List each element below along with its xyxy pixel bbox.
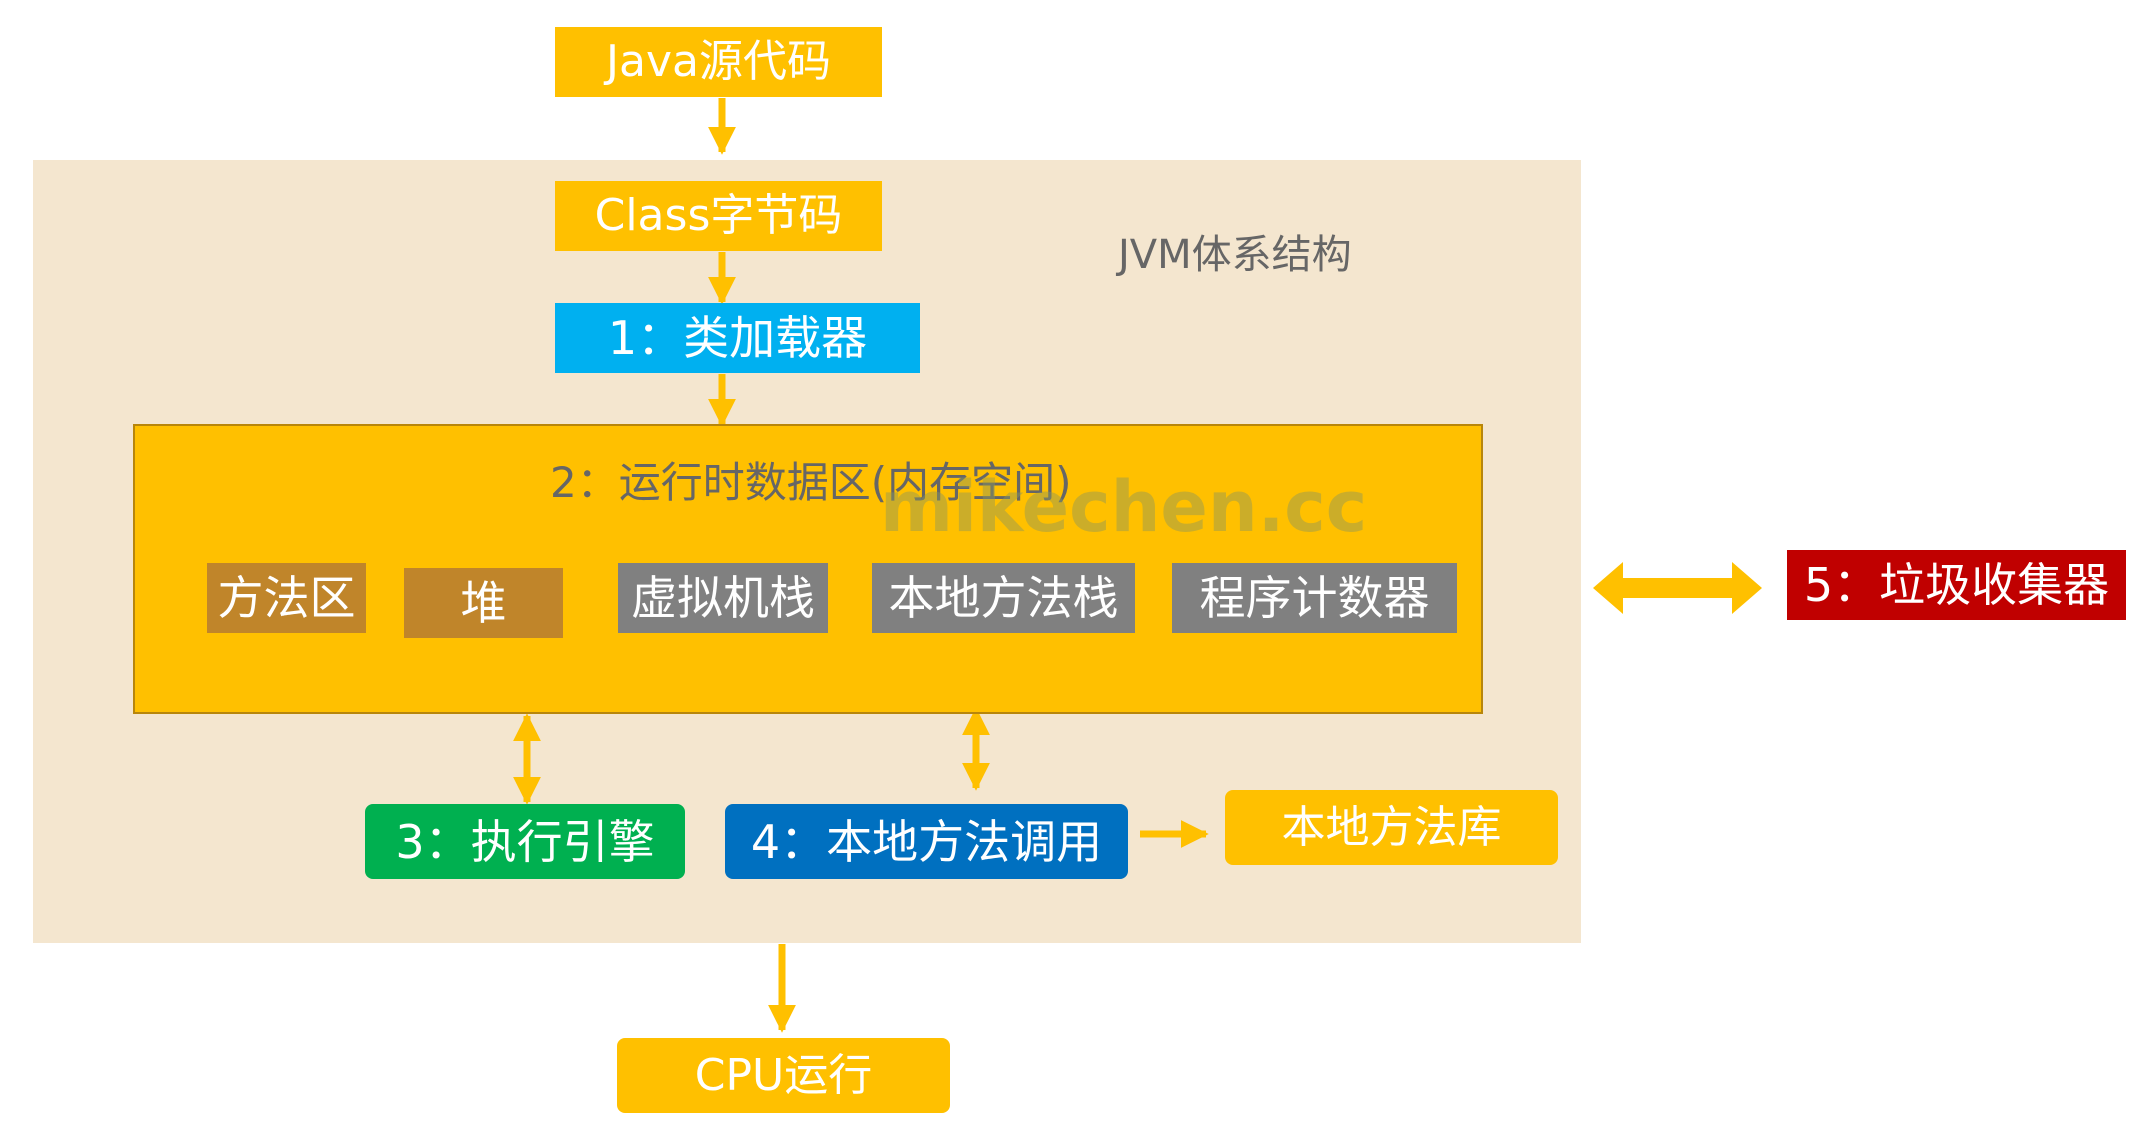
arrow-jvm-gc (1593, 562, 1762, 614)
cpu-run-node: CPU运行 (617, 1038, 950, 1113)
native-method-library-node: 本地方法库 (1225, 790, 1558, 865)
heap-node: 堆 (404, 568, 563, 638)
execution-engine-node: 3：执行引擎 (365, 804, 685, 879)
java-source-node: Java源代码 (555, 27, 882, 97)
program-counter-node: 程序计数器 (1172, 563, 1457, 633)
vm-stack-node: 虚拟机栈 (618, 563, 828, 633)
runtime-data-area-label: 2：运行时数据区(内存空间) (550, 458, 1072, 507)
class-loader-node: 1：类加载器 (555, 303, 920, 373)
native-method-interface-node: 4：本地方法调用 (725, 804, 1128, 879)
garbage-collector-node: 5：垃圾收集器 (1787, 550, 2126, 620)
class-bytecode-node: Class字节码 (555, 181, 882, 251)
jvm-architecture-title: JVM体系结构 (1118, 232, 1352, 278)
method-area-node: 方法区 (207, 563, 366, 633)
native-method-stack-node: 本地方法栈 (872, 563, 1135, 633)
watermark-text: mikechen.cc (880, 466, 1368, 548)
